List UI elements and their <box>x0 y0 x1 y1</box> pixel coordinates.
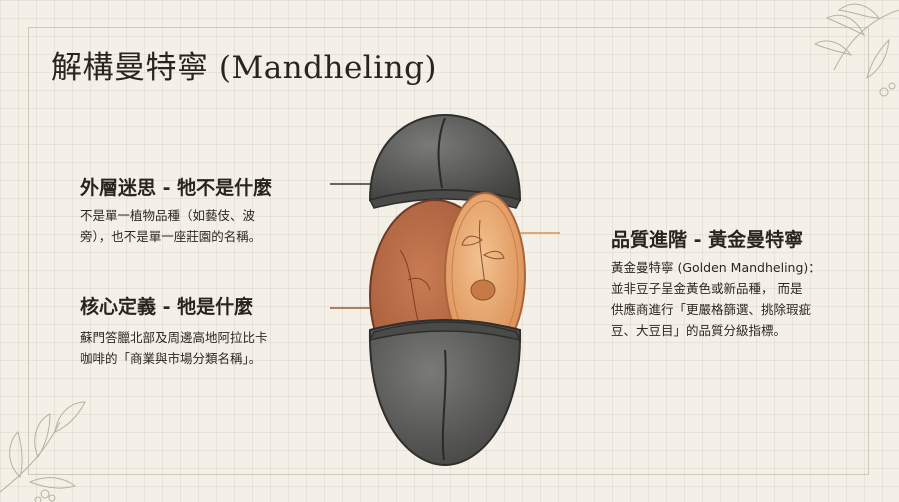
text-line: 旁），也不是單一座莊園的名稱。 <box>80 229 262 244</box>
heading-golden-grade: 品質進階 - 黃金曼特寧 <box>611 229 804 251</box>
page-title: 解構曼特寧 (Mandheling) <box>51 50 438 86</box>
text-golden-grade: 黃金曼特寧 (Golden Mandheling)： 並非豆子呈金黃色或新品種，… <box>611 257 856 341</box>
text-line: 咖啡的「商業與市場分類名稱」。 <box>80 351 262 366</box>
outer-shell-bottom <box>368 319 522 467</box>
leaf-sketch-top-right <box>813 3 899 97</box>
outer-shell-top <box>368 113 522 209</box>
leaf-sketch-bottom-left <box>0 401 86 502</box>
arrow-golden-grade <box>520 232 560 234</box>
text-core-definition: 蘇門答臘北部及周邊高地阿拉比卡 咖啡的「商業與市場分類名稱」。 <box>80 327 310 369</box>
text-outer-myth: 不是單一植物品種（如藝伎、波 旁），也不是單一座莊園的名稱。 <box>80 205 310 247</box>
text-line: 豆、大豆目」的品質分級指標。 <box>611 323 787 338</box>
content-frame <box>28 27 869 475</box>
text-line: 蘇門答臘北部及周邊高地阿拉比卡 <box>80 330 268 345</box>
arrow-outer-myth <box>330 183 370 185</box>
arrow-core-definition <box>330 307 370 309</box>
text-line: 黃金曼特寧 (Golden Mandheling)： <box>611 260 821 275</box>
heading-outer-myth: 外層迷思 - 牠不是什麼 <box>80 177 273 199</box>
text-line: 供應商進行「更嚴格篩選、挑除瑕疵 <box>611 302 812 317</box>
heading-core-definition: 核心定義 - 牠是什麼 <box>80 296 254 318</box>
inner-core-golden <box>444 192 526 358</box>
coffee-bean-cross-section <box>330 113 560 467</box>
text-line: 不是單一植物品種（如藝伎、波 <box>80 208 256 223</box>
text-line: 並非豆子呈金黃色或新品種， 而是 <box>611 281 803 296</box>
